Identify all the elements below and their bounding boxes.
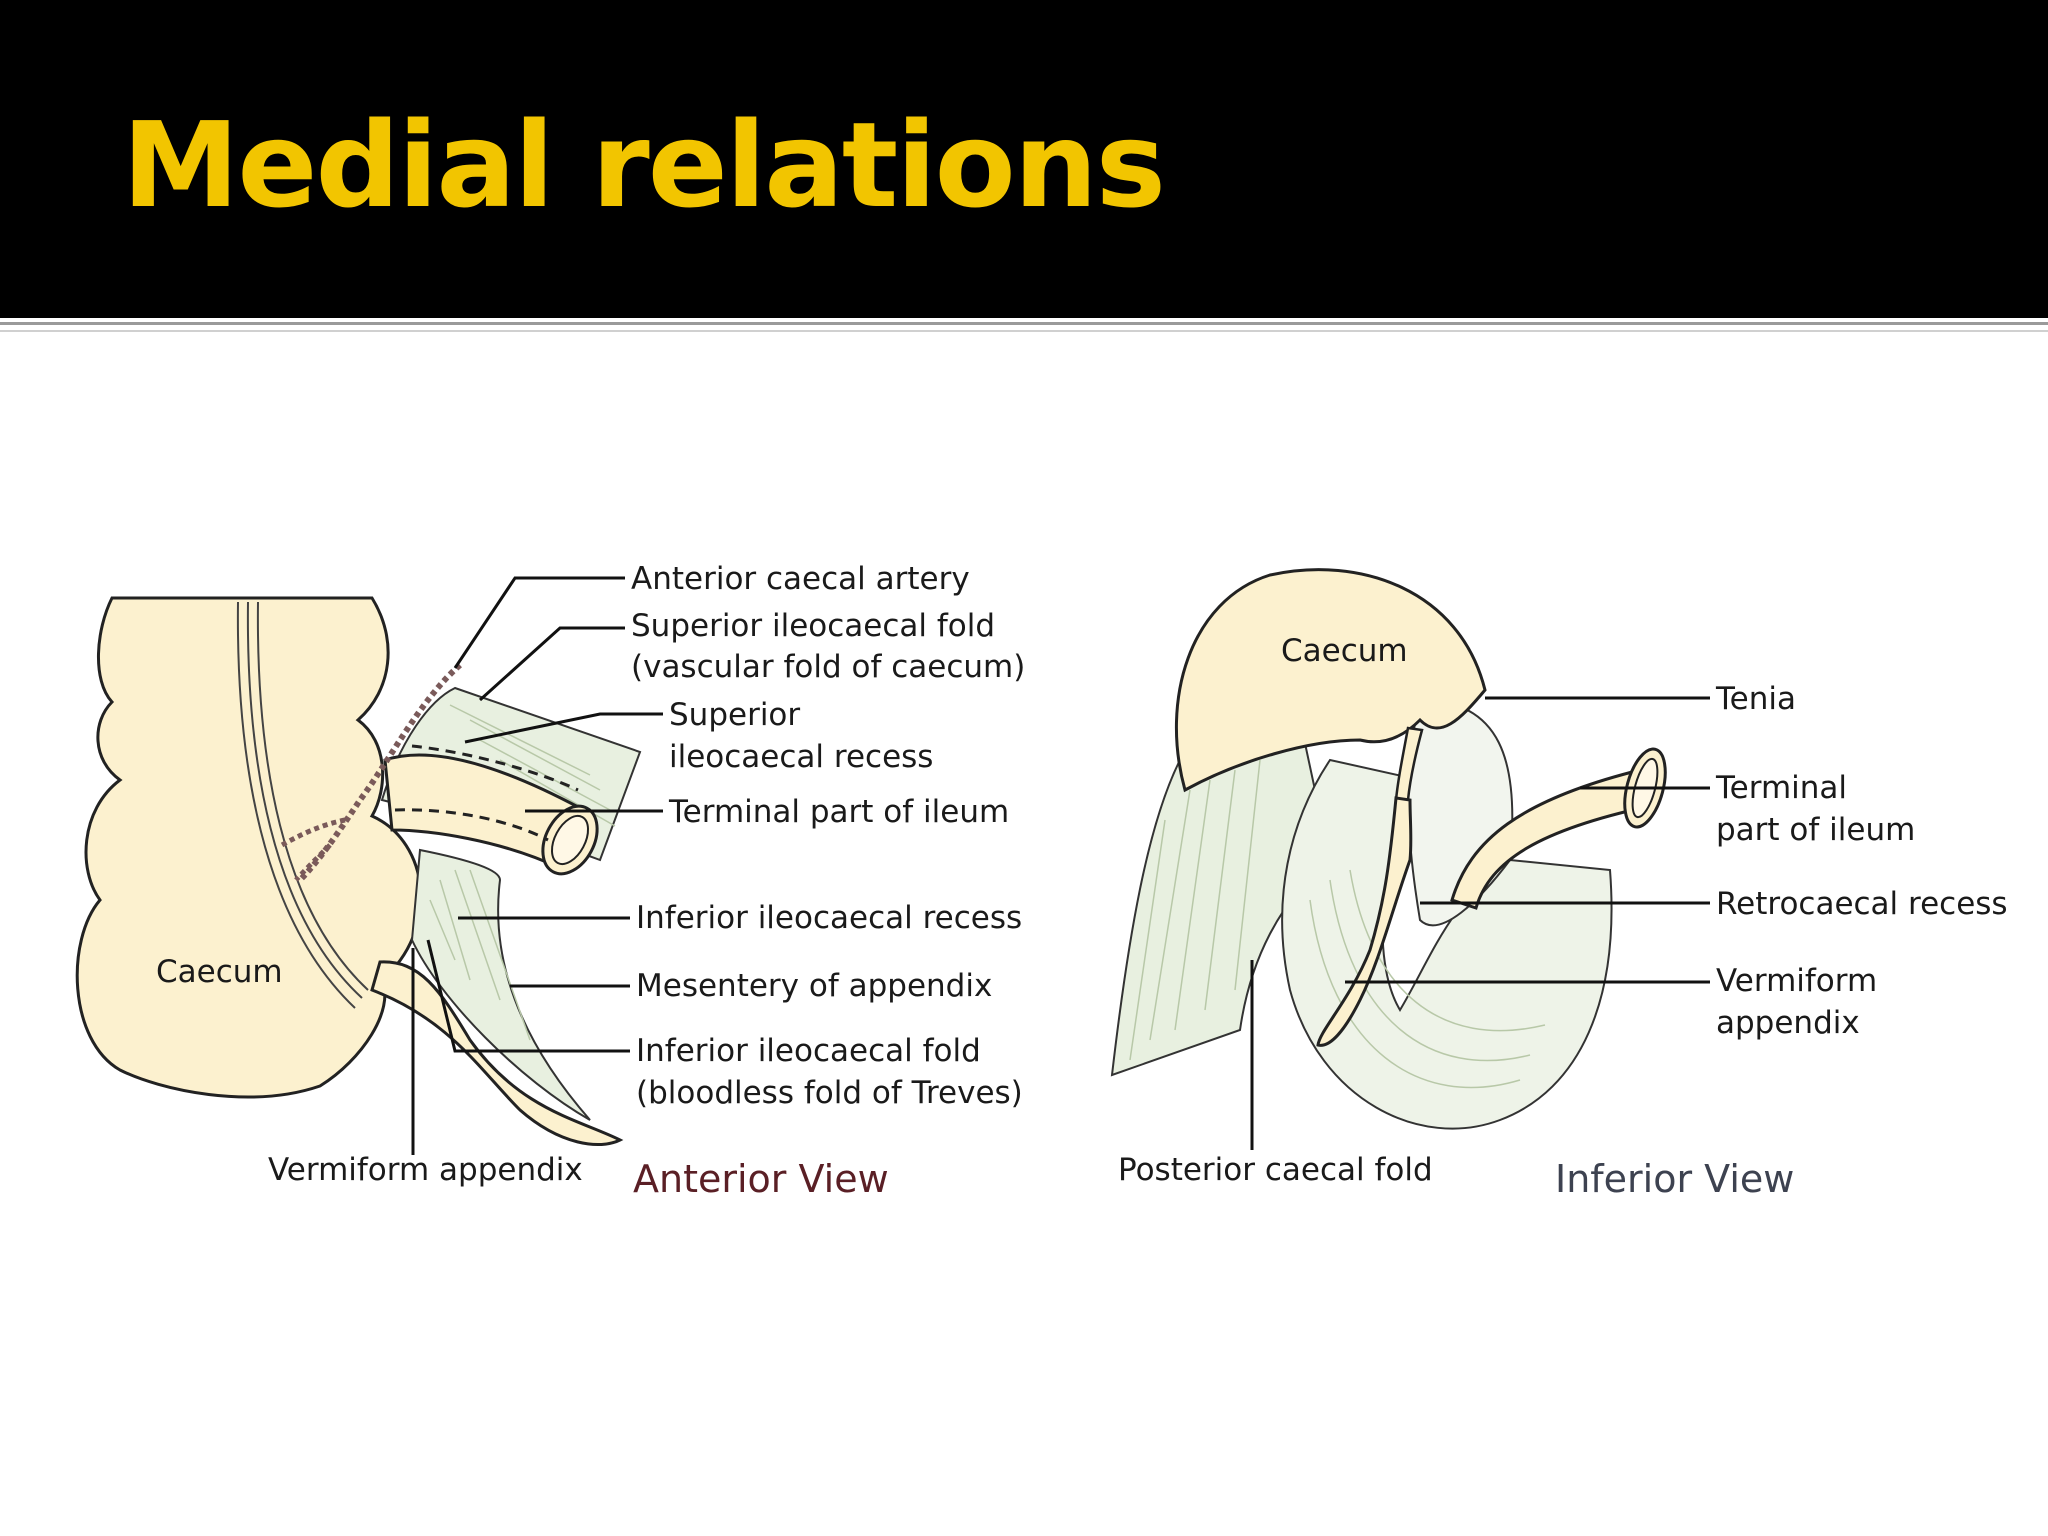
anterior-caecal-artery-vessel: [297, 662, 462, 883]
leader-line-superior-recess: [464, 712, 663, 744]
caption-anterior-view: Anterior View: [633, 1157, 889, 1201]
label-tenia: Tenia: [1715, 681, 1796, 717]
fold-striation: [1129, 759, 1261, 1061]
label-anterior-caecal-artery: Anterior caecal artery: [631, 561, 970, 597]
anterior-leader-lines: [411, 576, 663, 1155]
label-mesentery-of-appendix: Mesentery of appendix: [636, 968, 992, 1004]
label-vermiform-appendix: Vermiform appendix: [268, 1152, 583, 1188]
loop-striation: [1309, 869, 1546, 1089]
anterior-tenia-line: [256, 601, 369, 991]
anterior-tenia-line: [236, 601, 356, 1009]
inferior-leader-lines: [1250, 696, 1710, 1150]
label-superior-fold: Superior ileocaecal fold: [631, 608, 995, 644]
label-caecum: Caecum: [1281, 633, 1408, 669]
label-vermiform-appendix: Vermiform: [1716, 963, 1877, 999]
anterior-tenia-line: [246, 601, 363, 999]
label-superior-recess-line2: ileocaecal recess: [669, 739, 933, 775]
label-terminal-ileum: Terminal part of ileum: [668, 794, 1009, 830]
label-posterior-caecal-fold: Posterior caecal fold: [1118, 1152, 1433, 1188]
inferior-caecum-shape: [1174, 568, 1487, 793]
label-retrocaecal-recess: Retrocaecal recess: [1716, 886, 2008, 922]
fold-striation: [449, 704, 616, 827]
artery-branch: [294, 843, 332, 882]
label-superior-fold-note: (vascular fold of caecum): [631, 649, 1025, 685]
divider-line: [0, 322, 2048, 325]
label-terminal-ileum: Terminal: [1715, 770, 1847, 806]
slide-title: Medial relations: [122, 96, 1166, 234]
terminal-ileum-lumen: [550, 814, 590, 866]
mesentery-of-appendix: [410, 848, 591, 1121]
anterior-view: Caecum Anterior caecal artery Superior i…: [75, 561, 1025, 1201]
label-inferior-fold: Inferior ileocaecal fold: [636, 1033, 981, 1069]
label-superior-recess: Superior: [669, 697, 800, 733]
mesentery-striation: [429, 869, 531, 1041]
leader-line-inferior-fold: [426, 939, 630, 1053]
caption-inferior-view: Inferior View: [1555, 1157, 1794, 1201]
label-caecum: Caecum: [156, 954, 283, 990]
divider-line-secondary: [0, 330, 2048, 332]
inferior-mesentery-loop: [1281, 758, 1613, 1130]
inferior-view: Caecum Tenia Terminal part of ileum Retr…: [1110, 568, 2008, 1201]
label-terminal-ileum-line2: part of ileum: [1716, 812, 1915, 848]
label-inferior-recess: Inferior ileocaecal recess: [636, 900, 1022, 936]
inferior-vermiform-appendix: [1316, 796, 1413, 1047]
superior-recess-dashed-line: [411, 744, 579, 792]
label-inferior-fold-note: (bloodless fold of Treves): [636, 1075, 1023, 1111]
title-bar: Medial relations: [0, 0, 2048, 318]
inferior-recess-dashed-line: [394, 808, 549, 842]
leader-line-anterior-caecal-artery: [453, 576, 625, 669]
leader-line-superior-fold: [478, 626, 625, 702]
label-vermiform-appendix-line2: appendix: [1716, 1005, 1860, 1041]
